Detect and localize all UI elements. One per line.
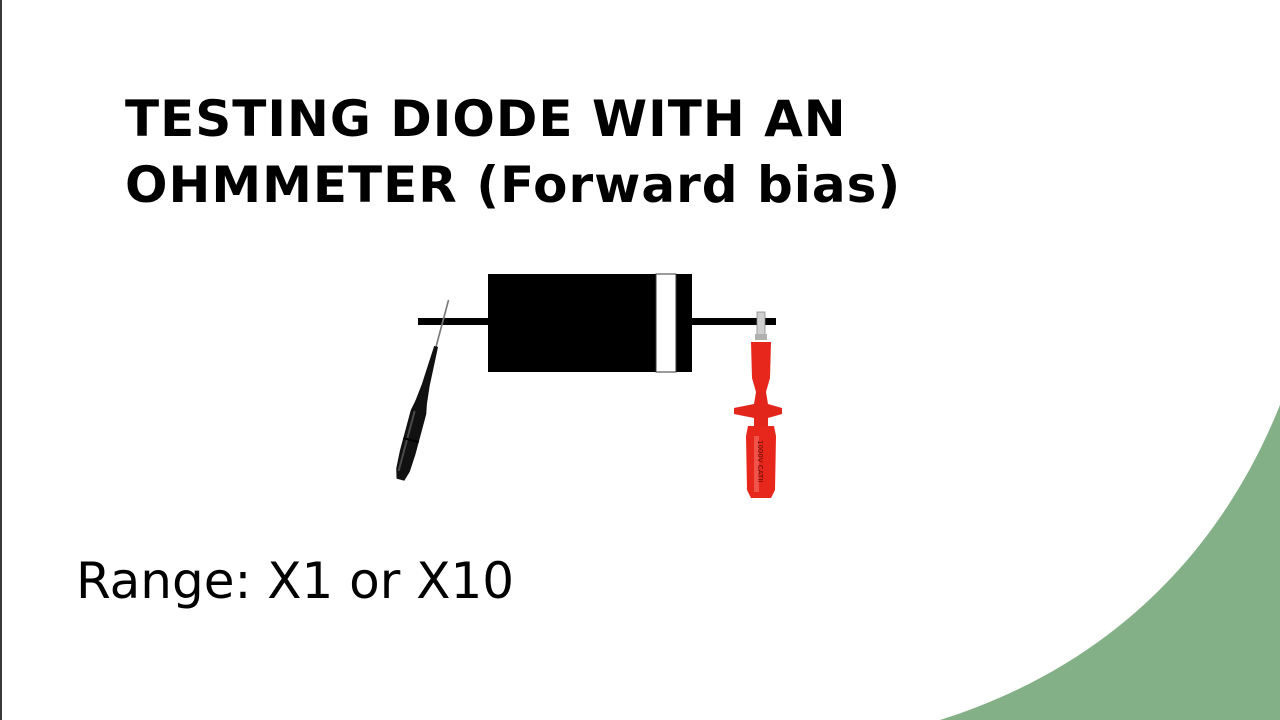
cathode-band xyxy=(655,273,677,373)
slide-left-border xyxy=(0,0,2,720)
title-line-2: OHMMETER (Forward bias) xyxy=(125,156,902,214)
title-line-1: TESTING DIODE WITH AN xyxy=(125,90,847,148)
probe-marking: 1000V CATII xyxy=(756,440,764,482)
anode-lead xyxy=(418,318,490,325)
black-probe-icon xyxy=(396,299,450,481)
cathode-lead xyxy=(690,318,776,325)
slide-title: TESTING DIODE WITH AN OHMMETER (Forward … xyxy=(125,86,1025,218)
range-text: Range: X1 or X10 xyxy=(76,552,515,610)
diode-icon xyxy=(488,273,692,373)
red-probe-icon: 1000V CATII xyxy=(734,311,782,498)
